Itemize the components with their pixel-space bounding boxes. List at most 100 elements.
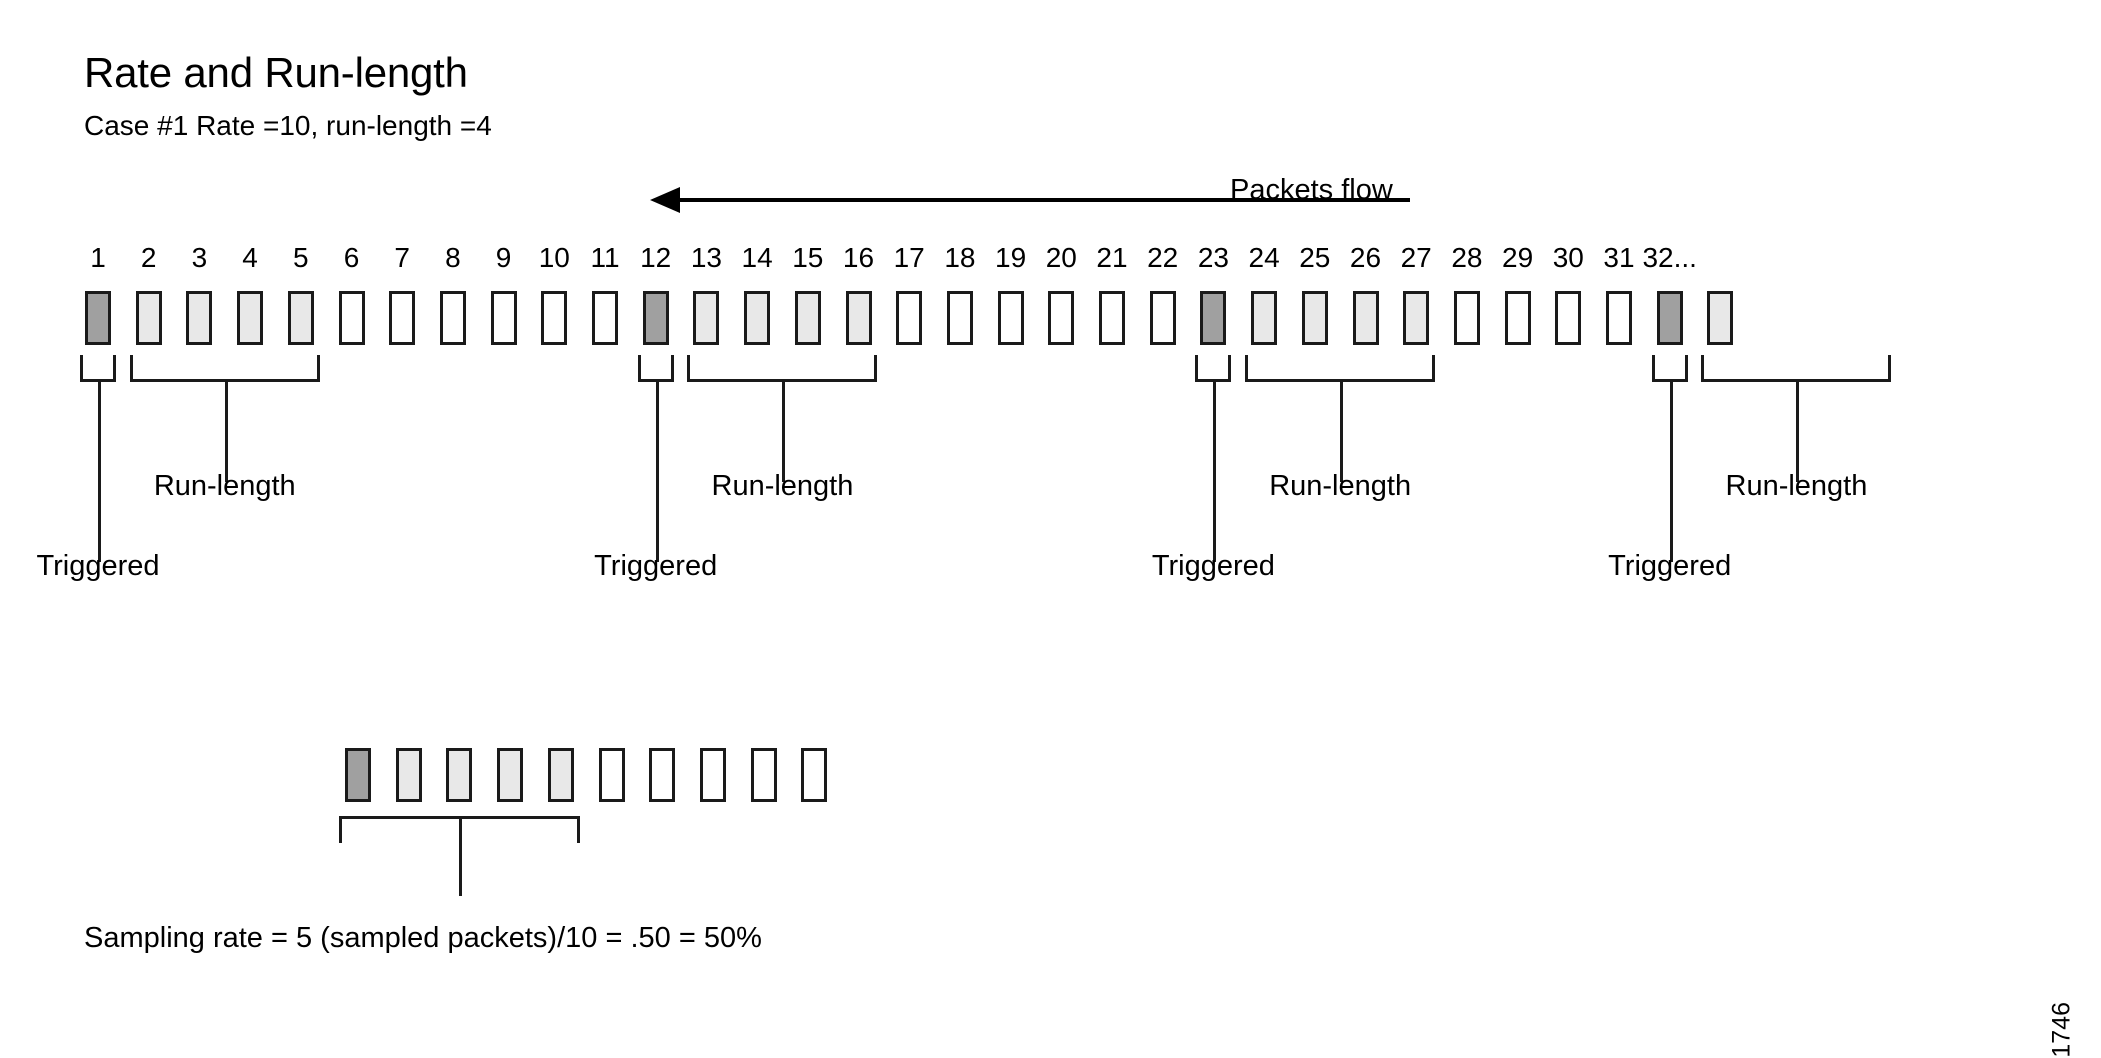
packet-index-label: 21 bbox=[1096, 242, 1128, 273]
packet-index-label: 31 bbox=[1603, 242, 1635, 273]
packet-box bbox=[287, 291, 314, 345]
packet-index-label: 13 bbox=[690, 242, 722, 273]
packet-index-label: 32... bbox=[1642, 242, 1697, 273]
annotation-stem bbox=[1669, 382, 1673, 562]
annotation-stem bbox=[1340, 382, 1344, 482]
run-length-label: Run-length bbox=[1725, 470, 1868, 502]
sampling-packet-box bbox=[750, 748, 777, 802]
sampling-packet-box bbox=[395, 748, 422, 802]
annotation-bracket bbox=[1195, 355, 1232, 382]
annotation-bracket bbox=[1651, 355, 1688, 382]
annotation-stem bbox=[98, 382, 101, 562]
figure-number: 1746 bbox=[2048, 1002, 2076, 1058]
packet-index-label: 2 bbox=[140, 242, 157, 273]
annotation-stem bbox=[782, 382, 786, 482]
packet-box bbox=[946, 291, 973, 345]
packet-box bbox=[389, 291, 416, 345]
annotation-bracket bbox=[1245, 355, 1436, 382]
packet-box bbox=[1251, 291, 1278, 345]
packet-index-label: 10 bbox=[538, 242, 570, 273]
packet-index-label: 1 bbox=[90, 242, 106, 273]
triggered-label: Triggered bbox=[36, 550, 160, 582]
sampling-packet-box bbox=[699, 748, 726, 802]
sampling-packet-box bbox=[649, 748, 676, 802]
packet-index-label: 29 bbox=[1502, 242, 1534, 273]
packet-box bbox=[592, 291, 618, 345]
packet-index-label: 11 bbox=[590, 242, 620, 273]
packet-box bbox=[1200, 291, 1227, 345]
annotation-bracket bbox=[129, 355, 320, 382]
packets-flow-label: Packets flow bbox=[1230, 174, 1393, 206]
packet-index-label: 19 bbox=[995, 242, 1027, 273]
packet-box bbox=[338, 291, 365, 345]
packet-index-label: 28 bbox=[1451, 242, 1483, 273]
packet-box bbox=[490, 291, 517, 345]
packet-index-label: 15 bbox=[792, 242, 824, 273]
packet-box bbox=[744, 291, 771, 345]
annotation-bracket bbox=[1701, 355, 1892, 382]
packet-box bbox=[186, 291, 213, 345]
sampling-packet-box bbox=[547, 748, 574, 802]
run-length-label: Run-length bbox=[1269, 470, 1412, 502]
packet-index-label: 18 bbox=[944, 242, 976, 273]
sampling-packet-box bbox=[598, 748, 625, 802]
packet-index-label: 26 bbox=[1349, 242, 1382, 273]
figure-subtitle: Case #1 Rate =10, run-length =4 bbox=[84, 110, 492, 141]
packet-index-label: 5 bbox=[293, 242, 309, 273]
packets-flow-arrow-icon bbox=[650, 180, 1410, 220]
packet-index-label: 12 bbox=[640, 242, 672, 273]
annotation-bracket bbox=[80, 355, 116, 382]
packet-box bbox=[1301, 291, 1328, 345]
packet-box bbox=[1352, 291, 1379, 345]
packet-box bbox=[237, 291, 264, 345]
packet-index-label: 7 bbox=[394, 242, 410, 273]
packet-box bbox=[85, 291, 111, 345]
packet-box bbox=[794, 291, 821, 345]
sampling-packet-box bbox=[801, 748, 828, 802]
packet-box bbox=[541, 291, 568, 345]
packet-box bbox=[135, 291, 162, 345]
packet-box bbox=[1048, 291, 1075, 345]
packet-index-label: 23 bbox=[1197, 242, 1229, 273]
packet-box bbox=[997, 291, 1024, 345]
packet-box bbox=[1149, 291, 1176, 345]
packet-index-label: 22 bbox=[1147, 242, 1179, 273]
packet-box bbox=[1403, 291, 1430, 345]
packet-box bbox=[896, 291, 923, 345]
packet-box bbox=[439, 291, 466, 345]
annotation-bracket bbox=[687, 355, 878, 382]
packet-index-label: 27 bbox=[1400, 242, 1432, 273]
packet-index-label: 9 bbox=[495, 242, 512, 273]
run-length-label: Run-length bbox=[711, 470, 854, 502]
triggered-label: Triggered bbox=[1608, 550, 1732, 582]
sampling-bracket-stem bbox=[459, 816, 463, 896]
packet-index-label: 30 bbox=[1552, 242, 1584, 273]
annotation-stem bbox=[1213, 382, 1217, 562]
sampling-packet-box bbox=[497, 748, 524, 802]
annotation-stem bbox=[224, 382, 228, 482]
packet-box bbox=[642, 291, 669, 345]
sampling-packet-box bbox=[345, 748, 371, 802]
packet-box bbox=[1606, 291, 1632, 345]
sampling-rate-caption: Sampling rate = 5 (sampled packets)/10 =… bbox=[84, 922, 762, 954]
packet-box bbox=[1555, 291, 1582, 345]
packet-box bbox=[845, 291, 872, 345]
packet-index-label: 3 bbox=[191, 242, 208, 273]
packet-index-label: 16 bbox=[842, 242, 875, 273]
annotation-stem bbox=[655, 382, 659, 562]
run-length-label: Run-length bbox=[153, 470, 296, 502]
annotation-stem bbox=[1796, 382, 1800, 482]
packet-index-label: 17 bbox=[893, 242, 925, 273]
packet-box bbox=[1099, 291, 1125, 345]
packet-index-label: 25 bbox=[1299, 242, 1331, 273]
triggered-label: Triggered bbox=[594, 550, 718, 582]
triggered-label: Triggered bbox=[1151, 550, 1275, 582]
packet-box bbox=[1707, 291, 1734, 345]
packet-box bbox=[1453, 291, 1480, 345]
packet-index-label: 20 bbox=[1045, 242, 1077, 273]
packet-box bbox=[693, 291, 720, 345]
packet-box bbox=[1504, 291, 1531, 345]
packet-index-label: 24 bbox=[1248, 242, 1280, 273]
packet-index-label: 14 bbox=[741, 242, 773, 273]
